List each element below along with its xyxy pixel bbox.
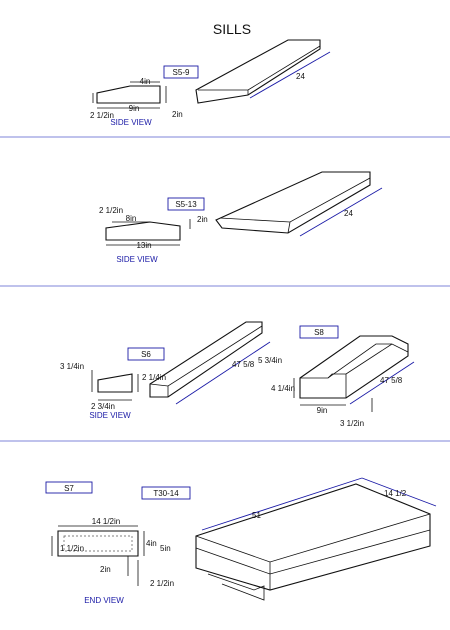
s6-tag-box (127, 347, 165, 361)
s5-13-side-profile (105, 221, 181, 241)
s5-9-detail: S5-9 4in 9in 2 1/2in 2in SIDE VIEW 24 (90, 39, 331, 127)
s7-hidden-lines (63, 535, 133, 552)
s7-dim-bottom-a: 2in (100, 565, 111, 574)
s6-length: 47 5/8 (232, 360, 255, 369)
s5-13-dim-right: 2in (197, 215, 208, 224)
s5-9-side-profile (96, 85, 161, 104)
s5-13-3d-block (215, 171, 371, 234)
s7-end-profile (57, 530, 139, 557)
s8-dim-top: 5 3/4in (258, 356, 282, 365)
s5-13-dim-bottom: 13in (136, 241, 151, 250)
s7-caption: END VIEW (84, 596, 124, 605)
s7-dim-bottom-b: 2 1/2in (150, 579, 174, 588)
s6-tag: S6 (141, 350, 151, 359)
s7-detail: S7 14 1/2in 1 1/2in 4in 5in 2in 2 1/2in … (45, 481, 174, 605)
s7-dim-right-a: 4in (146, 539, 157, 548)
s8-tag: S8 (314, 328, 324, 337)
s6-dim-left: 3 1/4in (60, 362, 84, 371)
t30-14-length-dim (201, 477, 363, 531)
s8-tag-box (299, 325, 339, 339)
s5-9-dim-top: 4in (140, 77, 151, 86)
s5-13-detail: S5-13 2 1/2in 8in 2in 13in SIDE VIEW 24 (99, 171, 383, 264)
s7-tag: S7 (64, 484, 74, 493)
s8-dim-bottom: 9in (317, 406, 328, 415)
s5-13-length: 24 (344, 209, 353, 218)
t30-14-3d-edge (195, 529, 431, 575)
s8-dim-corner: 3 1/2in (340, 419, 364, 428)
s6-length-dim (175, 341, 271, 405)
s5-13-caption: SIDE VIEW (116, 255, 158, 264)
s7-dim-right-b: 5in (160, 544, 171, 553)
s7-dim-top: 14 1/2in (92, 517, 120, 526)
t30-14-3d-edge (195, 513, 431, 563)
s5-9-length-dim (249, 51, 331, 99)
s7-dim-left: 1 1/2in (60, 544, 84, 553)
s6-3d-block (149, 321, 263, 398)
t30-14-3d-edge (207, 573, 265, 601)
s6-caption: SIDE VIEW (89, 411, 131, 420)
s6-detail: S6 3 1/4in 2 1/4in 2 3/4in SIDE VIEW 47 … (60, 321, 271, 420)
t30-14-width: 14 1/2 (384, 489, 407, 498)
s5-13-dim-left-top: 2 1/2in (99, 206, 123, 215)
s5-9-3d-block (195, 39, 321, 104)
s5-9-length: 24 (296, 72, 305, 81)
s5-13-length-dim (299, 187, 383, 237)
s8-3d-block (299, 335, 409, 399)
s8-length-dim (349, 361, 415, 405)
s5-13-dim-top: 8in (126, 214, 137, 223)
s5-9-dim-left: 2 1/2in (90, 111, 114, 120)
s5-13-3d-edge (287, 221, 291, 234)
t30-14-tag: T30-14 (153, 489, 179, 498)
s5-9-tag: S5-9 (173, 68, 190, 77)
s6-side-profile (97, 373, 133, 393)
t30-14-length: 51 (252, 511, 261, 520)
s6-dim-right: 2 1/4in (142, 373, 166, 382)
s6-3d-edge (149, 325, 263, 387)
s8-length: 47 5/8 (380, 376, 403, 385)
s8-dim-left: 4 1/4in (271, 384, 295, 393)
s7-tag-box (45, 481, 93, 494)
t30-14-3d-block (195, 483, 431, 591)
s5-9-dim-bottom: 9in (129, 104, 140, 113)
s6-dim-bottom: 2 3/4in (91, 402, 115, 411)
s5-9-dim-right: 2in (172, 110, 183, 119)
t30-14-width-dim (361, 477, 437, 507)
s8-3d-edge (300, 343, 409, 379)
s5-9-tag-box (163, 65, 199, 79)
s5-13-tag-box (167, 197, 205, 211)
s8-detail: S8 5 3/4in 4 1/4in 9in 3 1/2in 47 5/8 (258, 325, 415, 428)
page-title: SILLS (213, 21, 251, 37)
t30-14-detail: T30-14 51 14 1/2 (141, 477, 437, 601)
s8-3d-edge (345, 343, 393, 375)
s5-9-caption: SIDE VIEW (110, 118, 152, 127)
t30-14-tag-box (141, 486, 191, 500)
s8-3d-edge (327, 373, 347, 398)
s5-13-tag: S5-13 (175, 200, 197, 209)
